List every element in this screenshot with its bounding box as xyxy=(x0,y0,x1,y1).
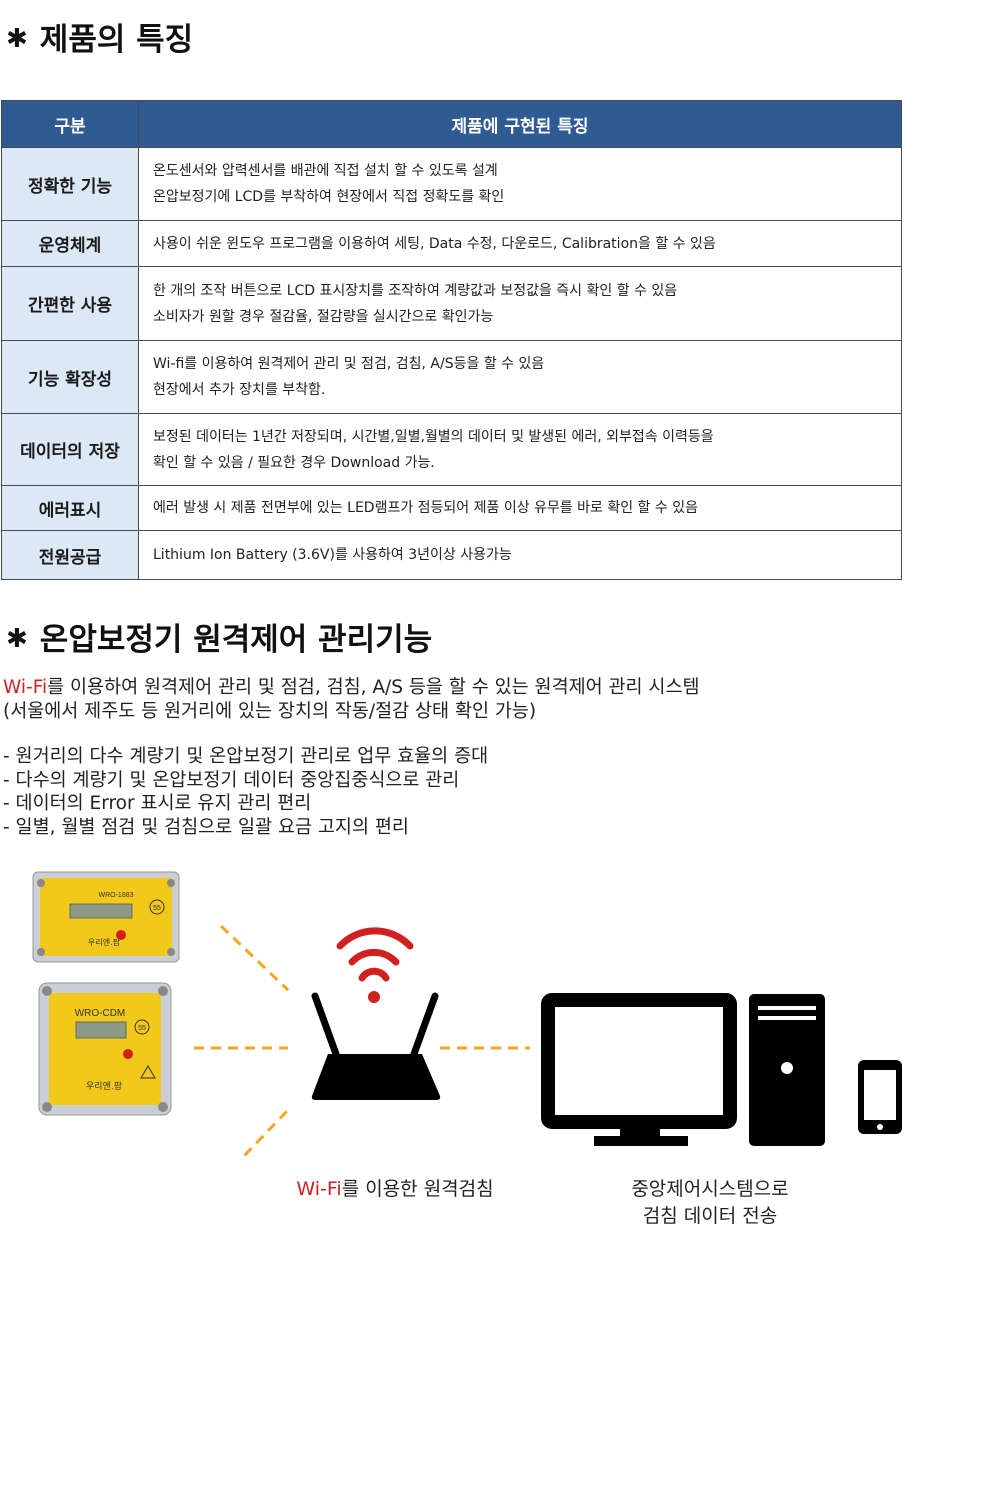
caption-wifi-remote: Wi-Fi를 이용한 원격검침 xyxy=(260,1176,530,1203)
section-title-remote: ✱ 온압보정기 원격제어 관리기능 xyxy=(6,614,432,659)
table-header-row: 구분 제품에 구현된 특징 xyxy=(1,100,902,148)
intro-line-1-text: 를 이용하여 원격제어 관리 및 점검, 검침, A/S 등을 할 수 있는 원… xyxy=(47,677,700,698)
row-category: 데이터의 저장 xyxy=(1,413,139,486)
device2-model: WRO-CDM xyxy=(75,1008,126,1019)
table-row: 데이터의 저장 보정된 데이터는 1년간 저장되며, 시간별,일별,월별의 데이… xyxy=(1,413,902,486)
device2-num: 55 xyxy=(138,1025,146,1032)
device1-brand: 우리엔.팜 xyxy=(88,937,121,947)
list-item: - 다수의 계량기 및 온압보정기 데이터 중앙집중식으로 관리 xyxy=(3,769,460,791)
table-row: 간편한 사용 한 개의 조작 버튼으로 LCD 표시장치를 조작하여 계량값과 … xyxy=(1,266,902,341)
row-category: 기능 확장성 xyxy=(1,340,139,414)
router-icon xyxy=(311,992,441,1100)
caption-line-2: 검침 데이터 전송 xyxy=(642,1205,778,1227)
header-features: 제품에 구현된 특징 xyxy=(138,100,902,148)
pc-tower-icon xyxy=(749,994,825,1146)
caption-wifi-text: 를 이용한 원격검침 xyxy=(341,1178,494,1200)
row-category: 운영체계 xyxy=(1,220,139,267)
row-category: 에러표시 xyxy=(1,485,139,531)
table-row: 기능 확장성 Wi-fi를 이용하여 원격제어 관리 및 점검, 검침, A/S… xyxy=(1,340,902,414)
wifi-highlight: Wi-Fi xyxy=(3,677,48,698)
asterisk-icon: ✱ xyxy=(6,624,28,654)
section-title-text: 온압보정기 원격제어 관리기능 xyxy=(39,622,433,658)
row-description: 에러 발생 시 제품 전면부에 있는 LED램프가 점등되어 제품 이상 유무를… xyxy=(138,485,902,531)
description-line: Lithium Ion Battery (3.6V)를 사용하여 3년이상 사용… xyxy=(153,547,512,563)
table-row: 에러표시 에러 발생 시 제품 전면부에 있는 LED램프가 점등되어 제품 이… xyxy=(1,485,902,531)
header-category: 구분 xyxy=(1,100,139,148)
list-item: - 데이터의 Error 표시로 유지 관리 편리 xyxy=(3,793,312,814)
intro-line-1: Wi-Fi를 이용하여 원격제어 관리 및 점검, 검침, A/S 등을 할 수… xyxy=(3,676,700,700)
description-line: 소비자가 원할 경우 절감율, 절감량을 실시간으로 확인가능 xyxy=(153,308,494,325)
description-line: 온도센서와 압력센서를 배관에 직접 설치 할 수 있도록 설계 xyxy=(153,163,498,179)
section-title-features: ✱ 제품의 특징 xyxy=(6,14,193,59)
intro-text: Wi-Fi를 이용하여 원격제어 관리 및 점검, 검침, A/S 등을 할 수… xyxy=(3,676,700,724)
device1-num: 55 xyxy=(153,905,161,912)
list-item: - 일별, 월별 점검 및 검침으로 일괄 요금 고지의 편리 xyxy=(3,816,409,838)
dash-link-lower xyxy=(238,1108,290,1160)
section-title-text: 제품의 특징 xyxy=(39,22,194,58)
description-line: 에러 발생 시 제품 전면부에 있는 LED램프가 점등되어 제품 이상 유무를… xyxy=(153,500,698,516)
wireless-links xyxy=(194,924,530,1160)
wifi-dot xyxy=(368,991,380,1003)
table-row: 전원공급 Lithium Ion Battery (3.6V)를 사용하여 3년… xyxy=(1,530,902,580)
smartphone-icon xyxy=(858,1060,902,1134)
description-line: 한 개의 조작 버튼으로 LCD 표시장치를 조작하여 계량값과 보정값을 즉시… xyxy=(153,282,678,299)
description-line: 온압보정기에 LCD를 부착하여 현장에서 직접 정확도를 확인 xyxy=(153,189,505,205)
monitor-icon xyxy=(541,993,737,1146)
device-wro-cdm: 55 WRO-CDM 우리엔.팜 xyxy=(38,982,172,1116)
row-description: 한 개의 조작 버튼으로 LCD 표시장치를 조작하여 계량값과 보정값을 즉시… xyxy=(138,266,902,341)
caption-line-1: 중앙제어시스템으로 xyxy=(631,1178,789,1200)
description-line: 현장에서 추가 장치를 부착함. xyxy=(153,382,326,398)
benefit-list: - 원거리의 다수 계량기 및 온압보정기 관리로 업무 효율의 증대 - 다수… xyxy=(3,745,488,839)
row-description: Lithium Ion Battery (3.6V)를 사용하여 3년이상 사용… xyxy=(138,530,902,580)
row-description: Wi-fi를 이용하여 원격제어 관리 및 점검, 검침, A/S등을 할 수 … xyxy=(138,340,902,414)
row-category: 정확한 기능 xyxy=(1,147,139,221)
row-description: 보정된 데이터는 1년간 저장되며, 시간별,일별,월별의 데이터 및 발생된 … xyxy=(138,413,902,486)
row-category: 간편한 사용 xyxy=(1,266,139,341)
description-line: Wi-fi를 이용하여 원격제어 관리 및 점검, 검침, A/S등을 할 수 … xyxy=(153,356,545,372)
description-line: 확인 할 수 있음 / 필요한 경우 Download 가능. xyxy=(153,454,435,471)
features-table: 구분 제품에 구현된 특징 정확한 기능 온도센서와 압력센서를 배관에 직접 … xyxy=(1,100,902,580)
description-line: 보정된 데이터는 1년간 저장되며, 시간별,일별,월별의 데이터 및 발생된 … xyxy=(153,428,714,445)
caption-wifi-highlight: Wi-Fi xyxy=(296,1178,342,1200)
table-row: 운영체계 사용이 쉬운 윈도우 프로그램을 이용하여 세팅, Data 수정, … xyxy=(1,220,902,267)
list-item: - 원거리의 다수 계량기 및 온압보정기 관리로 업무 효율의 증대 xyxy=(3,746,489,767)
device2-brand: 우리엔.팜 xyxy=(86,1081,122,1092)
description-line: 사용이 쉬운 윈도우 프로그램을 이용하여 세팅, Data 수정, 다운로드,… xyxy=(153,235,716,252)
dash-link-upper xyxy=(219,924,290,992)
row-description: 사용이 쉬운 윈도우 프로그램을 이용하여 세팅, Data 수정, 다운로드,… xyxy=(138,220,902,267)
intro-line-2: (서울에서 제주도 등 원거리에 있는 장치의 작동/절감 상태 확인 가능) xyxy=(3,701,537,722)
device1-model: WRO-1883 xyxy=(98,892,133,899)
caption-central-system: 중앙제어시스템으로 검침 데이터 전송 xyxy=(590,1176,830,1230)
device-wro-1883: 55 WRO-1883 우리엔.팜 xyxy=(32,871,180,963)
asterisk-icon: ✱ xyxy=(6,24,28,54)
system-diagram: 55 WRO-1883 우리엔.팜 55 WRO-CDM 우리엔.팜 xyxy=(32,871,902,1160)
row-category: 전원공급 xyxy=(1,530,139,580)
wifi-signal-icon xyxy=(336,927,414,982)
